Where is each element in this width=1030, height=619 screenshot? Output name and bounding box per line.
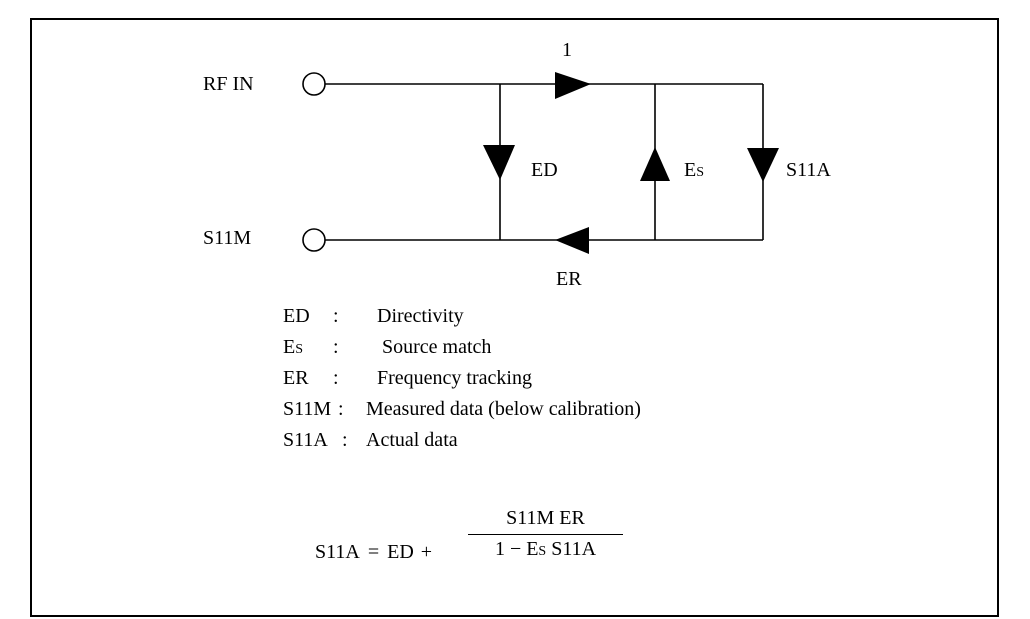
- legend-symbol: S11M: [283, 398, 332, 420]
- legend-colon: :: [338, 398, 344, 420]
- s11m-port: [302, 228, 326, 252]
- legend-description: Actual data: [366, 429, 458, 451]
- formula-numerator: S11M ER: [506, 507, 585, 529]
- formula-denominator: 1 − Es S11A: [494, 538, 597, 560]
- legend-colon: :: [333, 367, 339, 389]
- legend-description: Directivity: [377, 305, 464, 327]
- legend-description: Measured data (below calibration): [366, 398, 641, 420]
- formula-lhs: S11A: [315, 541, 360, 563]
- ed-label: ED: [531, 159, 558, 181]
- er-label: ER: [556, 268, 582, 290]
- diagram-frame: [30, 18, 999, 617]
- legend-symbol: Es: [283, 336, 304, 358]
- es-label: Es: [684, 159, 705, 181]
- fraction-bar: [468, 534, 623, 535]
- legend-colon: :: [333, 336, 339, 358]
- legend-symbol: ER: [283, 367, 309, 389]
- s11a-formula: S11A = ED + S11M ER 1 − Es S11A: [315, 507, 623, 564]
- s11m-port-label: S11M: [203, 227, 252, 249]
- formula-term-ed: ED: [387, 541, 414, 563]
- formula-plus: +: [420, 541, 433, 563]
- rf-in-label: RF IN: [203, 73, 254, 95]
- legend-symbol: ED: [283, 305, 310, 327]
- er-arrow: [555, 227, 589, 254]
- es-arrow: [640, 147, 670, 181]
- formula-fraction: S11M ER 1 − Es S11A: [468, 507, 623, 561]
- legend-symbol: S11A: [283, 429, 328, 451]
- legend-description: Source match: [382, 336, 492, 358]
- legend-colon: :: [333, 305, 339, 327]
- s11a-arrow: [747, 148, 779, 182]
- legend-colon: :: [342, 429, 348, 451]
- legend-description: Frequency tracking: [377, 367, 532, 389]
- rf-in-port: [302, 72, 326, 96]
- forward-arrow: [555, 72, 591, 99]
- s11a-label: S11A: [786, 159, 831, 181]
- ed-arrow: [483, 145, 515, 180]
- formula-equals: =: [367, 541, 380, 563]
- forward-gain-label: 1: [562, 39, 572, 61]
